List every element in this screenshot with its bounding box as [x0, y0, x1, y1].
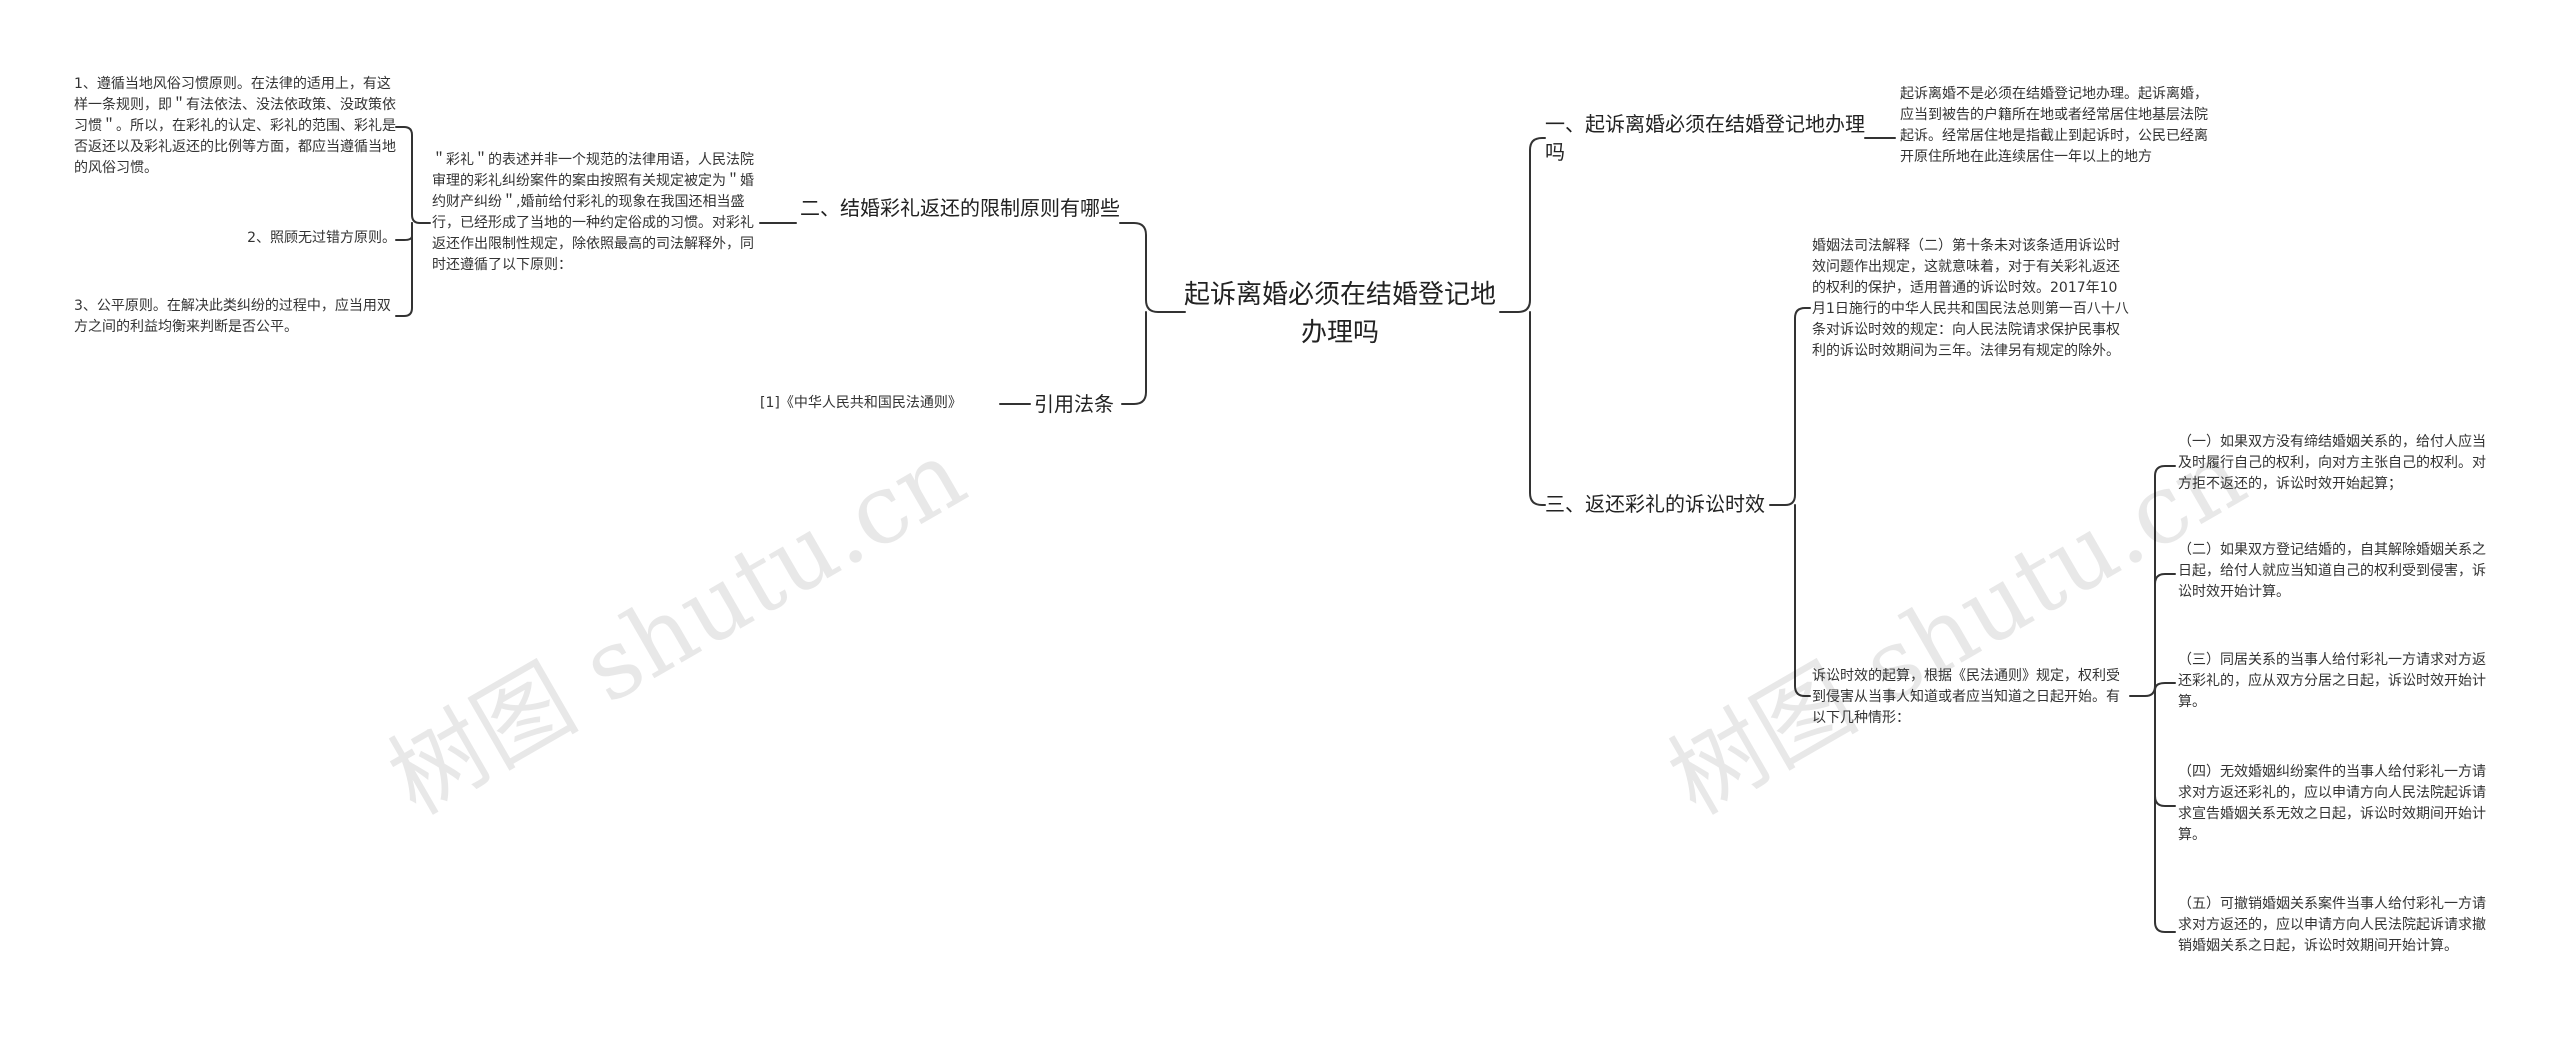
branch-refs[interactable]: 引用法条: [1034, 390, 1134, 418]
root-topic[interactable]: 起诉离婚必须在结婚登记地办理吗: [1180, 276, 1500, 352]
principle-3[interactable]: 3、公平原则。在解决此类纠纷的过程中，应当用双方之间的利益均衡来判断是否公平。: [74, 296, 396, 338]
connector-root-right: [1499, 137, 1546, 313]
principle-1-text: 1、遵循当地风俗习惯原则。在法律的适用上，有这样一条规则，即＂有法依法、没法依政…: [74, 76, 396, 176]
case-1[interactable]: （一）如果双方没有缔结婚姻关系的，给付人应当及时履行自己的权利，向对方主张自己的…: [2178, 432, 2496, 495]
root-title: 起诉离婚必须在结婚登记地办理吗: [1183, 280, 1496, 348]
branch-limitation-title: 三、返还彩礼的诉讼时效: [1545, 492, 1765, 516]
case-3-text: （三）同居关系的当事人给付彩礼一方请求对方返还彩礼的，应从双方分居之日起，诉讼时…: [2178, 652, 2486, 710]
principle-1[interactable]: 1、遵循当地风俗习惯原则。在法律的适用上，有这样一条规则，即＂有法依法、没法依政…: [74, 74, 396, 179]
case-3[interactable]: （三）同居关系的当事人给付彩礼一方请求对方返还彩礼的，应从双方分居之日起，诉讼时…: [2178, 650, 2496, 713]
limits-intro-text: ＂彩礼＂的表述并非一个规范的法律用语，人民法院审理的彩礼纠纷案件的案由按照有关规…: [432, 152, 754, 273]
principle-3-text: 3、公平原则。在解决此类纠纷的过程中，应当用双方之间的利益均衡来判断是否公平。: [74, 298, 391, 335]
case-2[interactable]: （二）如果双方登记结婚的，自其解除婚姻关系之日起，给付人就应当知道自己的权利受到…: [2178, 540, 2496, 603]
case-4-text: （四）无效婚姻纠纷案件的当事人给付彩礼一方请求对方返还彩礼的，应以申请方向人民法…: [2178, 764, 2486, 843]
connector-intro-p2: [395, 222, 413, 241]
connector-intro-p3: [395, 222, 413, 317]
connector-root-left: [1119, 222, 1186, 313]
limits-intro[interactable]: ＂彩礼＂的表述并非一个规范的法律用语，人民法院审理的彩礼纠纷案件的案由按照有关规…: [432, 150, 757, 276]
branch-refs-title: 引用法条: [1034, 392, 1114, 416]
connector-root-left-refs: [1121, 311, 1147, 405]
connector-start-case4: [2154, 695, 2176, 807]
branch-limits[interactable]: 二、结婚彩礼返还的限制原则有哪些: [800, 194, 1120, 222]
case-2-text: （二）如果双方登记结婚的，自其解除婚姻关系之日起，给付人就应当知道自己的权利受到…: [2178, 542, 2486, 600]
connector-start-case5: [2154, 695, 2176, 933]
limitation-explain-text: 婚姻法司法解释（二）第十条未对该条适用诉讼时效问题作出规定，这就意味着，对于有关…: [1812, 238, 2129, 359]
connector-start-case3: [2154, 682, 2176, 697]
branch-limits-title: 二、结婚彩礼返还的限制原则有哪些: [800, 196, 1120, 220]
branch-location[interactable]: 一、起诉离婚必须在结婚登记地办理吗: [1545, 110, 1865, 166]
location-text[interactable]: 起诉离婚不是必须在结婚登记地办理。起诉离婚，应当到被告的户籍所在地或者经常居住地…: [1900, 84, 2220, 168]
limitation-explain[interactable]: 婚姻法司法解释（二）第十条未对该条适用诉讼时效问题作出规定，这就意味着，对于有关…: [1812, 236, 2130, 362]
refs-item-text: [1]《中华人民共和国民法通则》: [760, 395, 962, 411]
case-1-text: （一）如果双方没有缔结婚姻关系的，给付人应当及时履行自己的权利，向对方主张自己的…: [2178, 434, 2486, 492]
case-5[interactable]: （五）可撤销婚姻关系案件当事人给付彩礼一方请求对方返还的，应以申请方向人民法院起…: [2178, 894, 2496, 957]
principle-2[interactable]: 2、照顾无过错方原则。: [150, 228, 396, 249]
case-5-text: （五）可撤销婚姻关系案件当事人给付彩礼一方请求对方返还的，应以申请方向人民法院起…: [2178, 896, 2486, 954]
connector-intro-principles: [395, 126, 431, 224]
branch-limitation[interactable]: 三、返还彩礼的诉讼时效: [1545, 490, 1775, 518]
connector-limit-start: [1794, 504, 1811, 697]
limitation-start[interactable]: 诉讼时效的起算，根据《民法通则》规定，权利受到侵害从当事人知道或者应当知道之日起…: [1812, 666, 2130, 729]
case-4[interactable]: （四）无效婚姻纠纷案件的当事人给付彩礼一方请求对方返还彩礼的，应以申请方向人民法…: [2178, 762, 2496, 846]
refs-item[interactable]: [1]《中华人民共和国民法通则》: [760, 393, 996, 414]
principle-2-text: 2、照顾无过错方原则。: [247, 230, 396, 246]
connector-root-right-limit: [1529, 311, 1546, 506]
connector-start-case2: [2154, 573, 2176, 697]
limitation-start-text: 诉讼时效的起算，根据《民法通则》规定，权利受到侵害从当事人知道或者应当知道之日起…: [1812, 668, 2120, 726]
branch-location-title: 一、起诉离婚必须在结婚登记地办理吗: [1545, 112, 1865, 164]
connector-limit-explain: [1769, 307, 1811, 506]
location-text-content: 起诉离婚不是必须在结婚登记地办理。起诉离婚，应当到被告的户籍所在地或者经常居住地…: [1900, 86, 2208, 165]
